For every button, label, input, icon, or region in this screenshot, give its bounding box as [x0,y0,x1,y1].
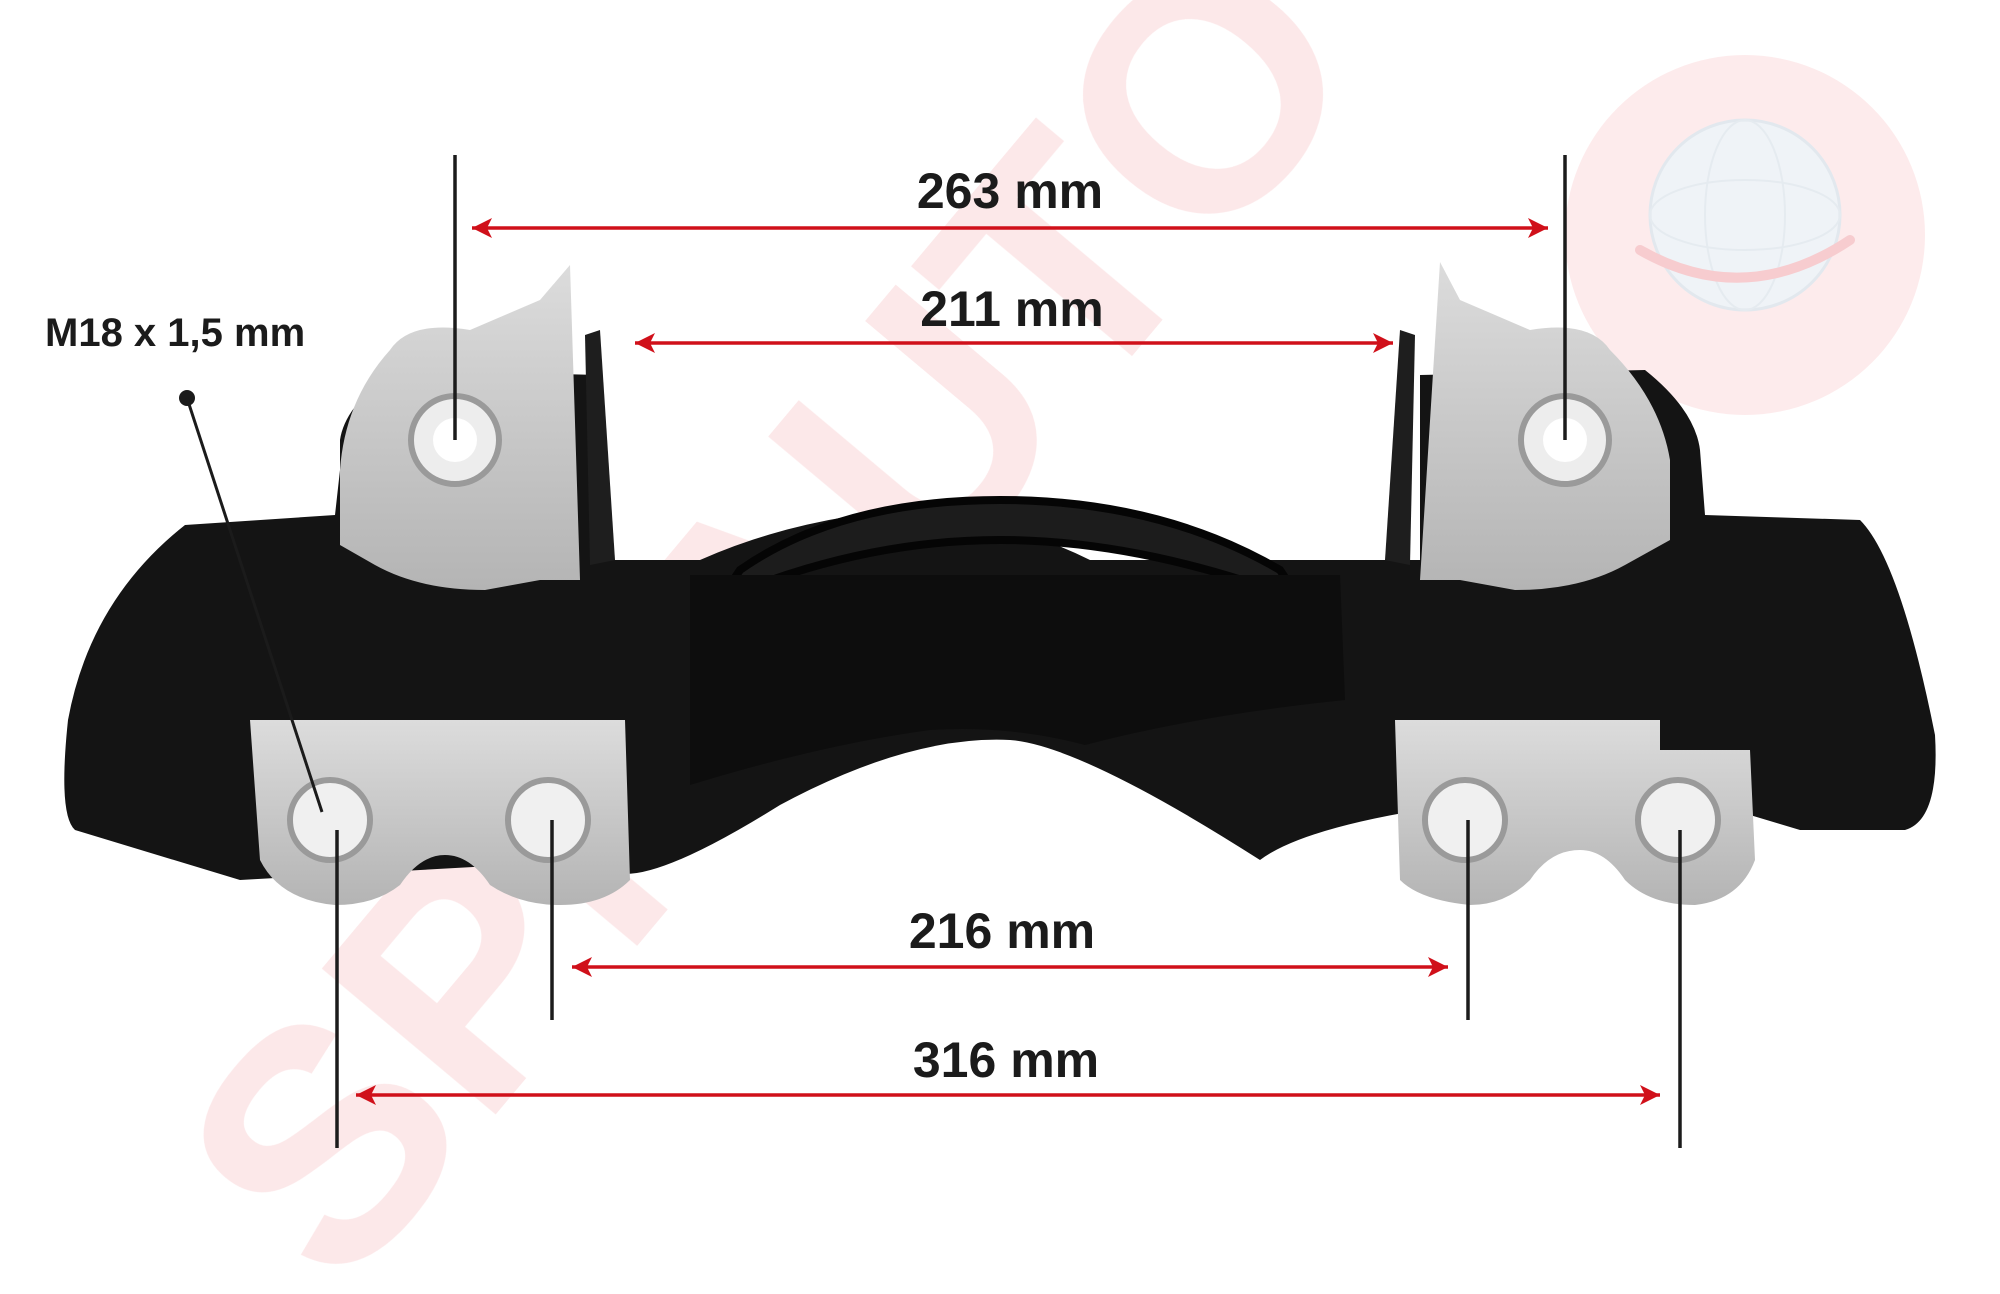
dimension-label-bottom-inner: 216 mm [909,903,1095,959]
right-lower-hole-inner [1422,777,1508,863]
carrier-center-web [690,575,1345,785]
dimension-label-bottom-outer: 316 mm [913,1032,1099,1088]
left-lower-hole-outer [287,777,373,863]
left-lower-hole-inner [505,777,591,863]
left-upper-fin [585,330,615,565]
brake-carrier [64,262,1936,905]
globe-logo-icon [1635,118,1855,312]
thread-callout: M18 x 1,5 mm [45,311,324,813]
right-lower-hole-outer [1635,777,1721,863]
thread-callout-label: M18 x 1,5 mm [45,311,305,355]
callout-leader-line [185,397,324,813]
right-upper-fin [1385,330,1415,565]
dimension-label-top-inner: 211 mm [920,281,1103,337]
dimension-arrows [356,218,1660,1105]
extension-lines [335,155,1682,1148]
dimension-label-top-outer: 263 mm [917,163,1103,219]
